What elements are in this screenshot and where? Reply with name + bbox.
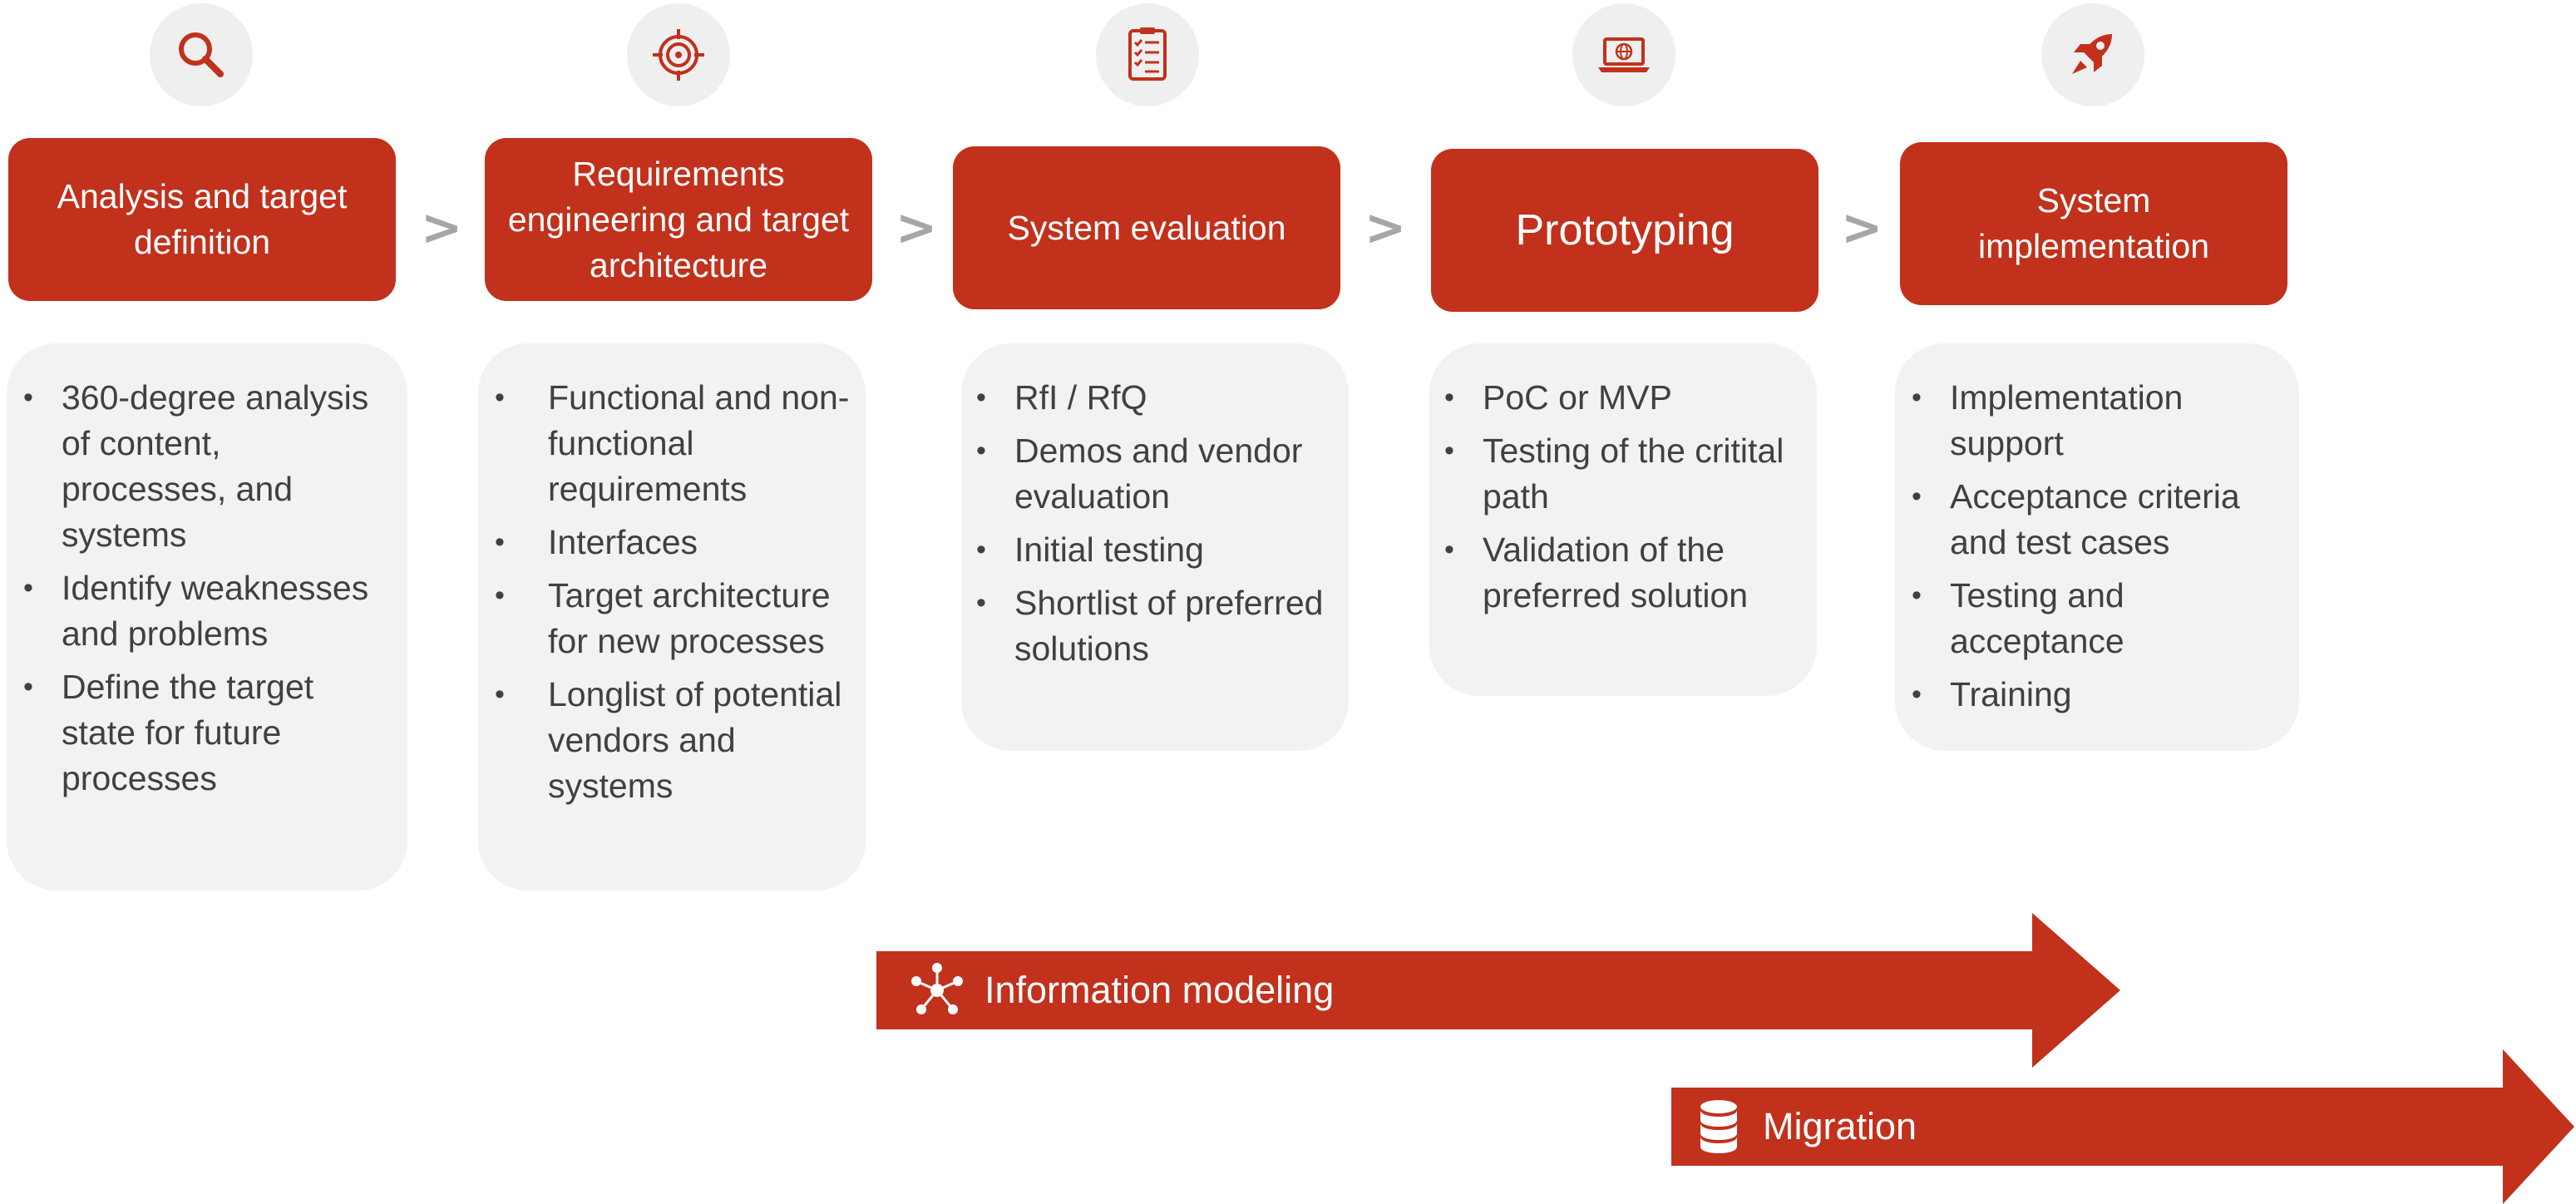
bullet-item: RfI / RfQ	[976, 375, 1332, 421]
bullet-item: Testing and acceptance	[1912, 573, 2282, 664]
information-modeling-arrow: Information modeling	[876, 913, 2124, 1068]
bullet-item: Initial testing	[976, 527, 1332, 573]
phase-5-bullets: Implementation support Acceptance criter…	[1912, 375, 2282, 718]
bullet-item: Interfaces	[495, 520, 854, 565]
database-icon	[1700, 1100, 1737, 1153]
migration-label: Migration	[1763, 1105, 1917, 1147]
target-icon	[653, 29, 704, 81]
bullet-item: Shortlist of preferred solutions	[976, 580, 1332, 672]
phase-1-bullets: 360-degree analysis of content, processe…	[23, 375, 391, 802]
phase-1-title: Analysis and target definition	[57, 177, 348, 261]
phase-separator: >	[896, 199, 938, 257]
bullet-item: Acceptance criteria and test cases	[1912, 474, 2282, 565]
phase-5-card: Implementation support Acceptance criter…	[1895, 343, 2299, 751]
phase-4-bullets: PoC or MVP Testing of the critital path …	[1444, 375, 1800, 619]
bullet-item: Training	[1912, 672, 2282, 718]
phase-separator: >	[1841, 199, 1883, 257]
magnifier-icon	[179, 32, 224, 77]
rocket-icon	[2072, 34, 2112, 74]
phase-3-card: RfI / RfQ Demos and vendor evaluation In…	[961, 343, 1349, 751]
bullet-item: Define the target state for future proce…	[23, 664, 391, 802]
arrow-shape	[876, 913, 2120, 1068]
phase-3-title: System evaluation	[1007, 208, 1286, 247]
phase-4-icon-circle	[1572, 3, 1675, 106]
phase-1-card: 360-degree analysis of content, processe…	[7, 343, 407, 891]
phase-2-bullets: Functional and non-functional requiremen…	[495, 375, 854, 809]
bullet-item: Validation of the preferred solution	[1444, 527, 1800, 619]
bullet-item: Implementation support	[1912, 375, 2282, 466]
bullet-item: PoC or MVP	[1444, 375, 1800, 421]
bullet-item: Identify weaknesses and problems	[23, 565, 391, 657]
phase-3-icon-circle	[1096, 3, 1199, 106]
phase-2-header: Requirements engineering and target arch…	[485, 138, 872, 301]
checklist-icon	[1128, 27, 1167, 81]
phase-4-title: Prototyping	[1515, 205, 1735, 254]
phase-2-card: Functional and non-functional requiremen…	[478, 343, 866, 891]
network-icon	[911, 963, 963, 1014]
bullet-item: Demos and vendor evaluation	[976, 428, 1332, 520]
phase-4-header: Prototyping	[1431, 149, 1818, 312]
bullet-item: 360-degree analysis of content, processe…	[23, 375, 391, 558]
phase-5-icon-circle	[2041, 3, 2144, 106]
migration-arrow: Migration	[1671, 1049, 2576, 1204]
phase-separator: >	[1364, 199, 1407, 257]
phase-separator: >	[421, 199, 463, 257]
phase-3-bullets: RfI / RfQ Demos and vendor evaluation In…	[976, 375, 1332, 672]
phase-1-icon-circle	[150, 3, 253, 106]
phase-5-header: System implementation	[1900, 142, 2287, 305]
bullet-item: Target architecture for new processes	[495, 573, 854, 664]
phase-1-header: Analysis and target definition	[8, 138, 396, 301]
phase-2-icon-circle	[627, 3, 730, 106]
phase-3-header: System evaluation	[953, 146, 1340, 309]
bullet-item: Testing of the critital path	[1444, 428, 1800, 520]
bullet-item: Longlist of potential vendors and system…	[495, 672, 854, 809]
bullet-item: Functional and non-functional requiremen…	[495, 375, 854, 512]
phase-5-title: System implementation	[1977, 181, 2210, 265]
information-modeling-label: Information modeling	[985, 969, 1335, 1011]
laptop-globe-icon	[1598, 37, 1650, 72]
phase-4-card: PoC or MVP Testing of the critital path …	[1429, 343, 1817, 696]
arrow-shape	[1671, 1049, 2574, 1204]
phase-2-title: Requirements engineering and target arch…	[507, 154, 850, 284]
